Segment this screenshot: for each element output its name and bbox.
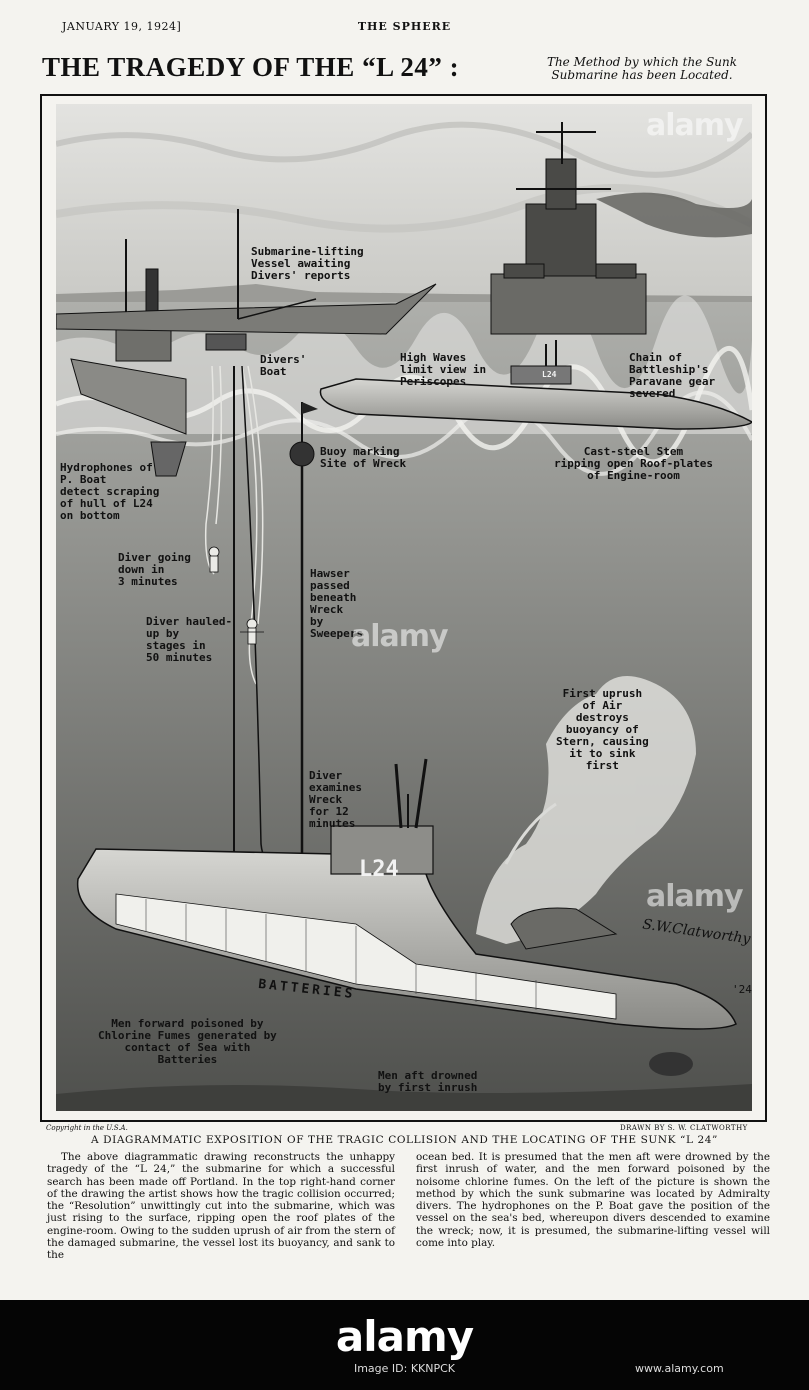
label-hawser: Hawser passed beneath Wreck by Sweepers xyxy=(310,567,363,640)
label-lifting-vessel: Submarine-lifting Vessel awaiting Divers… xyxy=(251,245,364,282)
air-uprush xyxy=(476,676,696,944)
issue-date: JANUARY 19, 1924] xyxy=(62,20,182,33)
battleship xyxy=(490,122,647,335)
figure-caption: A DIAGRAMMATIC EXPOSITION OF THE TRAGIC … xyxy=(90,1134,718,1146)
label-men-aft: Men aft drowned by first inrush xyxy=(378,1069,478,1094)
stock-logo[interactable]: alamy xyxy=(335,1312,474,1361)
stock-url[interactable]: www.alamy.com xyxy=(635,1362,724,1375)
label-high-waves: High Waves limit view in Periscopes xyxy=(400,351,487,388)
illustration-frame xyxy=(40,94,767,1122)
label-cast-steel-stem: Cast-steel Stem ripping open Roof-plates… xyxy=(554,445,713,482)
stock-image-id: Image ID: KKNPCK xyxy=(353,1362,456,1375)
label-diver-hauled-up: Diver hauled- up by stages in 50 minutes xyxy=(146,615,233,664)
stock-banner xyxy=(0,1300,809,1390)
label-divers-boat: Divers' Boat xyxy=(260,353,307,378)
diver-ascending xyxy=(240,618,264,645)
label-diver-examines: Diver examines Wreck for 12 minutes xyxy=(309,769,362,830)
label-diver-going-down: Diver going down in 3 minutes xyxy=(118,551,191,588)
page-subtitle: The Method by which the Sunk Submarine h… xyxy=(546,55,738,82)
submarine-number-small: L24 xyxy=(542,370,557,379)
body-text-column-1: The above diagrammatic drawing reconstru… xyxy=(47,1151,395,1262)
signature-year: '24 xyxy=(732,983,752,996)
illustration: Submarine-lifting Vessel awaiting Divers… xyxy=(56,104,752,1111)
sunken-submarine xyxy=(76,758,737,1076)
submarine-number: L24 xyxy=(359,857,399,882)
copyright-note: Copyright in the U.S.A. xyxy=(46,1124,128,1132)
buoy xyxy=(289,402,318,896)
watermark-right: alamy xyxy=(646,879,744,914)
page-title: THE TRAGEDY OF THE “L 24” : xyxy=(42,52,460,82)
label-men-forward: Men forward poisoned by Chlorine Fumes g… xyxy=(98,1017,277,1066)
label-hydrophones: Hydrophones of P. Boat detect scraping o… xyxy=(60,461,160,522)
body-text-column-2: ocean bed. It is presumed that the men a… xyxy=(416,1151,770,1250)
illustration-drawing xyxy=(56,104,752,1111)
artist-credit: DRAWN BY S. W. CLATWORTHY xyxy=(620,1124,748,1132)
surface-submarine xyxy=(319,340,752,430)
diver-descending xyxy=(208,546,220,573)
lifting-vessel xyxy=(56,209,437,351)
label-air-uprush: First uprush of Air destroys buoyancy of… xyxy=(556,687,649,772)
watermark-top: alamy xyxy=(646,108,744,143)
publication-name: THE SPHERE xyxy=(357,20,452,33)
label-paravane-chain: Chain of Battleship's Paravane gear seve… xyxy=(629,351,716,400)
label-buoy: Buoy marking Site of Wreck xyxy=(320,445,407,470)
watermark-center: alamy xyxy=(351,619,449,654)
